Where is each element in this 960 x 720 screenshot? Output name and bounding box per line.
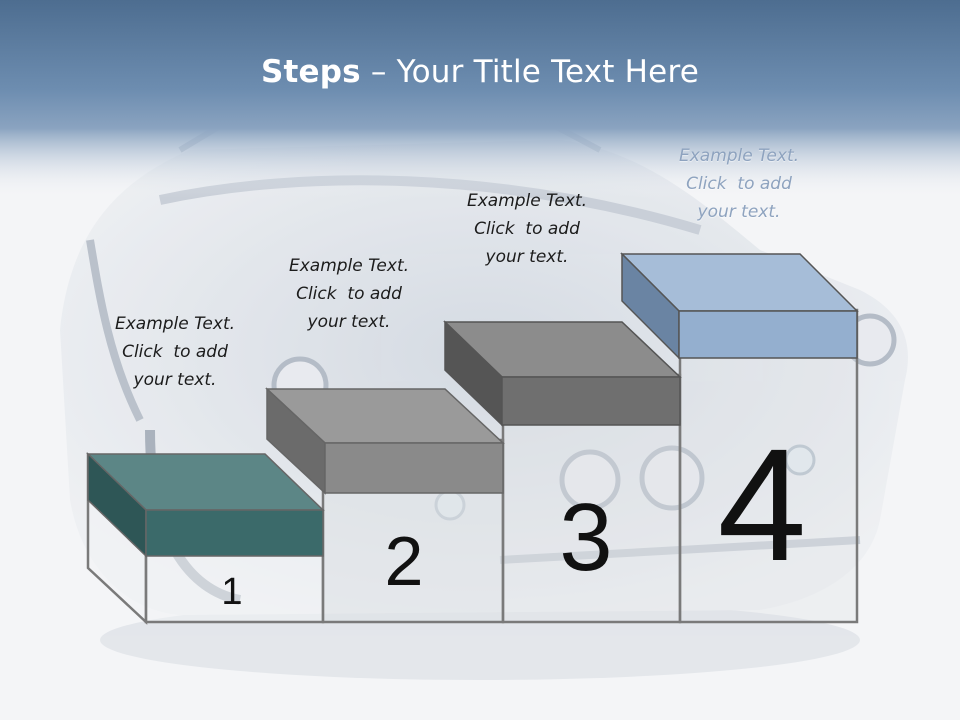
header-fade bbox=[0, 128, 960, 198]
step-3-block[interactable] bbox=[443, 320, 682, 427]
caption-line: Example Text. bbox=[678, 146, 800, 166]
caption-line: Click to add bbox=[686, 174, 792, 194]
step-3-number: 3 bbox=[559, 484, 612, 591]
step-4-block[interactable] bbox=[620, 252, 859, 360]
step-1-block[interactable] bbox=[86, 452, 325, 558]
step-2-block[interactable] bbox=[265, 387, 505, 495]
step-2-number: 2 bbox=[385, 522, 424, 600]
caption-line: Example Text. bbox=[466, 191, 588, 211]
step-1-caption[interactable]: Example Text. Click to add your text. bbox=[75, 310, 275, 394]
slide-title-rest: – Your Title Text Here bbox=[360, 54, 699, 90]
caption-line: Click to add bbox=[296, 284, 402, 304]
caption-line: your text. bbox=[697, 202, 781, 222]
slide-title[interactable]: Steps – Your Title Text Here bbox=[0, 54, 960, 90]
step-2-caption[interactable]: Example Text. Click to add your text. bbox=[249, 252, 449, 336]
step-4-pedestal bbox=[678, 308, 859, 624]
step-3-caption[interactable]: Example Text. Click to add your text. bbox=[427, 187, 627, 271]
step-4-caption[interactable]: Example Text. Click to add your text. bbox=[639, 142, 839, 226]
step-4-number: 4 bbox=[718, 415, 807, 594]
caption-line: Example Text. bbox=[114, 314, 236, 334]
header-band bbox=[0, 0, 960, 128]
caption-line: your text. bbox=[485, 247, 569, 267]
caption-line: your text. bbox=[307, 312, 391, 332]
step-1-number: 1 bbox=[221, 571, 242, 613]
caption-line: Example Text. bbox=[288, 256, 410, 276]
slide-title-bold: Steps bbox=[260, 54, 361, 90]
caption-line: your text. bbox=[133, 370, 217, 390]
caption-line: Click to add bbox=[474, 219, 580, 239]
caption-line: Click to add bbox=[122, 342, 228, 362]
